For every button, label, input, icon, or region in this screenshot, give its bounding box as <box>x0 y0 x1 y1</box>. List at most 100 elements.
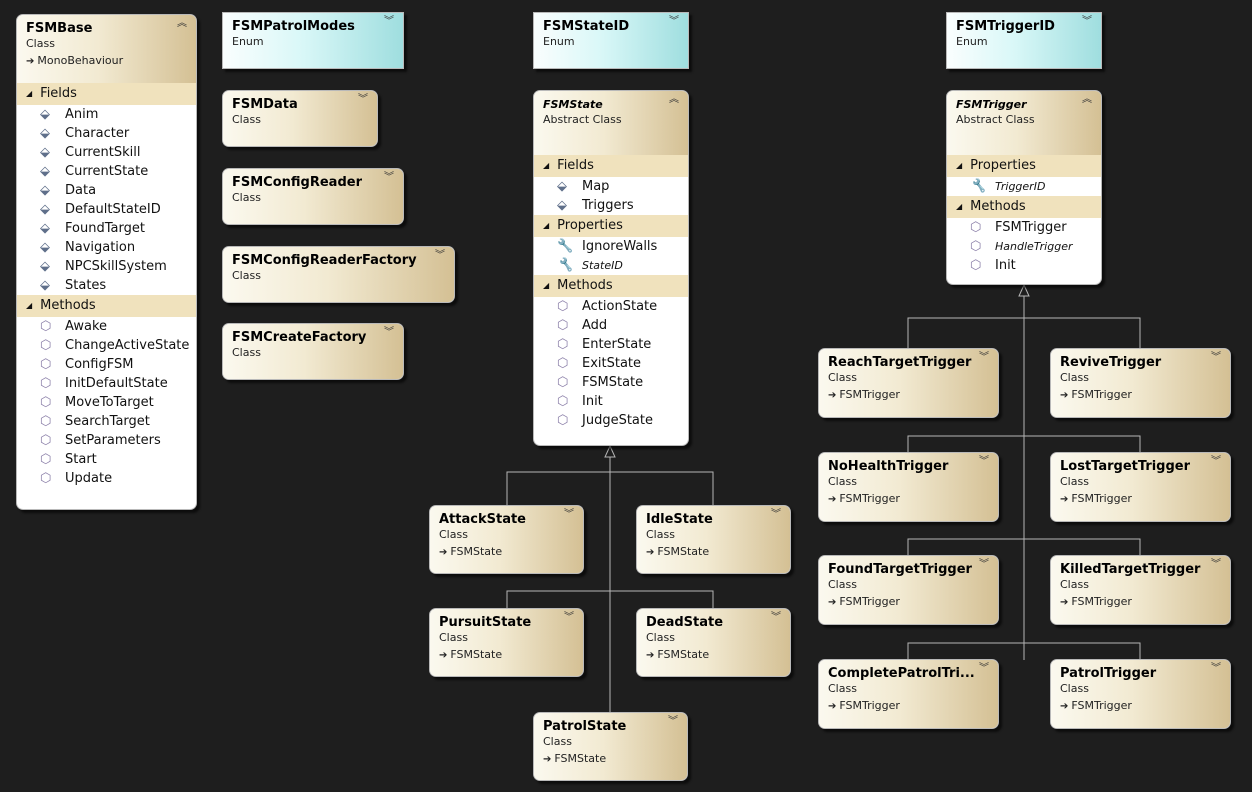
enum-fsmstateid[interactable]: FSMStateID Enum ︾ <box>533 12 689 69</box>
inherit-arrow-icon: ➔ <box>1060 494 1069 505</box>
class-pursuitstate[interactable]: PursuitState Class ➔FSMState ︾ <box>429 608 584 677</box>
method-name: JudgeState <box>582 413 653 428</box>
field-row[interactable]: ⬙States <box>17 276 196 295</box>
class-revivetrigger[interactable]: ReviveTrigger Class ➔FSMTrigger ︾ <box>1050 348 1231 418</box>
expand-chevron-icon[interactable]: ︾ <box>979 663 989 674</box>
method-name: EnterState <box>582 337 652 352</box>
expand-chevron-icon[interactable]: ︾ <box>1211 456 1221 467</box>
class-attackstate[interactable]: AttackState Class ➔FSMState ︾ <box>429 505 584 574</box>
method-row[interactable]: ⬡ConfigFSM <box>17 355 196 374</box>
method-row[interactable]: ⬡MoveToTarget <box>17 393 196 412</box>
method-row[interactable]: ⬡ChangeActiveState <box>17 336 196 355</box>
expand-chevron-icon[interactable]: ︾ <box>564 612 574 623</box>
expand-chevron-icon[interactable]: ︾ <box>358 94 368 105</box>
expand-chevron-icon[interactable]: ︾ <box>384 172 394 183</box>
section-methods[interactable]: ◢Methods <box>17 295 196 317</box>
class-deadstate[interactable]: DeadState Class ➔FSMState ︾ <box>636 608 791 677</box>
method-row[interactable]: ⬡Start <box>17 450 196 469</box>
class-name: NoHealthTrigger <box>828 459 949 474</box>
field-row[interactable]: ⬙Triggers <box>534 196 688 215</box>
method-row[interactable]: ⬡EnterState <box>534 335 688 354</box>
expand-chevron-icon[interactable]: ︾ <box>771 612 781 623</box>
class-fsmconfigreader[interactable]: FSMConfigReader Class ︾ <box>222 168 404 225</box>
field-row[interactable]: ⬙CurrentState <box>17 162 196 181</box>
class-losttargettrigger[interactable]: LostTargetTrigger Class ➔FSMTrigger ︾ <box>1050 452 1231 522</box>
method-row[interactable]: ⬡FSMTrigger <box>947 218 1101 237</box>
section-fields[interactable]: ◢Fields <box>534 155 688 177</box>
expand-chevron-icon[interactable]: ︾ <box>384 16 394 27</box>
expand-chevron-icon[interactable]: ︾ <box>1211 559 1221 570</box>
method-row[interactable]: ⬡SearchTarget <box>17 412 196 431</box>
method-cube-icon: ⬡ <box>557 375 569 390</box>
section-properties[interactable]: ◢Properties <box>947 155 1101 177</box>
method-row[interactable]: ⬡Init <box>947 256 1101 275</box>
inherit-arrow-icon: ➔ <box>1060 597 1069 608</box>
base-class: ➔FSMTrigger <box>828 388 900 401</box>
class-killedtargettrigger[interactable]: KilledTargetTrigger Class ➔FSMTrigger ︾ <box>1050 555 1231 625</box>
class-foundtargettrigger[interactable]: FoundTargetTrigger Class ➔FSMTrigger ︾ <box>818 555 999 625</box>
method-row[interactable]: ⬡HandleTrigger <box>947 237 1101 256</box>
method-row[interactable]: ⬡SetParameters <box>17 431 196 450</box>
property-row[interactable]: 🔧StateID <box>534 256 688 275</box>
expand-chevron-icon[interactable]: ︾ <box>668 716 678 727</box>
section-properties[interactable]: ◢Properties <box>534 215 688 237</box>
section-fields[interactable]: ◢Fields <box>17 83 196 105</box>
field-row[interactable]: ⬙Data <box>17 181 196 200</box>
enum-fsmpatrolmodes[interactable]: FSMPatrolModes Enum ︾ <box>222 12 404 69</box>
expand-chevron-icon[interactable]: ︾ <box>1211 352 1221 363</box>
method-row[interactable]: ⬡Awake <box>17 317 196 336</box>
expand-chevron-icon[interactable]: ︾ <box>669 16 679 27</box>
method-row[interactable]: ⬡Add <box>534 316 688 335</box>
expand-chevron-icon[interactable]: ︾ <box>564 509 574 520</box>
stereotype: Class <box>232 269 261 282</box>
class-name: LostTargetTrigger <box>1060 459 1191 474</box>
collapse-chevron-icon[interactable]: ︽ <box>1082 94 1092 105</box>
class-fsmtrigger[interactable]: FSMTrigger Abstract Class ︽ ◢Properties … <box>946 90 1102 285</box>
expand-chevron-icon[interactable]: ︾ <box>1082 16 1092 27</box>
field-row[interactable]: ⬙FoundTarget <box>17 219 196 238</box>
section-methods[interactable]: ◢Methods <box>534 275 688 297</box>
class-fsmbase[interactable]: FSMBase Class ➔MonoBehaviour ︽ ◢Fields ⬙… <box>16 14 197 510</box>
class-reachtargettrigger[interactable]: ReachTargetTrigger Class ➔FSMTrigger ︾ <box>818 348 999 418</box>
field-row[interactable]: ⬙Anim <box>17 105 196 124</box>
expand-chevron-icon[interactable]: ︾ <box>979 352 989 363</box>
class-fsmconfigreaderfactory[interactable]: FSMConfigReaderFactory Class ︾ <box>222 246 455 303</box>
field-row[interactable]: ⬙NPCSkillSystem <box>17 257 196 276</box>
method-row[interactable]: ⬡ActionState <box>534 297 688 316</box>
method-row[interactable]: ⬡Init <box>534 392 688 411</box>
expand-chevron-icon[interactable]: ︾ <box>1211 663 1221 674</box>
method-row[interactable]: ⬡JudgeState <box>534 411 688 430</box>
field-icon: ⬙ <box>40 221 50 236</box>
class-completepatroltrigger[interactable]: CompletePatrolTri... Class ➔FSMTrigger ︾ <box>818 659 999 729</box>
expand-chevron-icon[interactable]: ︾ <box>384 327 394 338</box>
collapse-chevron-icon[interactable]: ︽ <box>669 94 679 105</box>
class-patrolstate[interactable]: PatrolState Class ➔FSMState ︾ <box>533 712 688 781</box>
section-methods[interactable]: ◢Methods <box>947 196 1101 218</box>
collapse-chevron-icon[interactable]: ︽ <box>177 18 187 29</box>
expand-chevron-icon[interactable]: ︾ <box>979 559 989 570</box>
field-row[interactable]: ⬙DefaultStateID <box>17 200 196 219</box>
property-row[interactable]: 🔧TriggerID <box>947 177 1101 196</box>
enum-fsmtriggerid[interactable]: FSMTriggerID Enum ︾ <box>946 12 1102 69</box>
stereotype: Class <box>26 37 55 50</box>
class-fsmcreatefactory[interactable]: FSMCreateFactory Class ︾ <box>222 323 404 380</box>
class-fsmstate[interactable]: FSMState Abstract Class ︽ ◢Fields ⬙Map⬙T… <box>533 90 689 446</box>
field-row[interactable]: ⬙Map <box>534 177 688 196</box>
method-row[interactable]: ⬡Update <box>17 469 196 488</box>
class-nohealthtrigger[interactable]: NoHealthTrigger Class ➔FSMTrigger ︾ <box>818 452 999 522</box>
field-row[interactable]: ⬙Navigation <box>17 238 196 257</box>
class-idlestate[interactable]: IdleState Class ➔FSMState ︾ <box>636 505 791 574</box>
class-patroltrigger[interactable]: PatrolTrigger Class ➔FSMTrigger ︾ <box>1050 659 1231 729</box>
stereotype: Class <box>828 371 857 384</box>
method-row[interactable]: ⬡InitDefaultState <box>17 374 196 393</box>
field-row[interactable]: ⬙CurrentSkill <box>17 143 196 162</box>
field-row[interactable]: ⬙Character <box>17 124 196 143</box>
property-row[interactable]: 🔧IgnoreWalls <box>534 237 688 256</box>
expand-chevron-icon[interactable]: ︾ <box>771 509 781 520</box>
stereotype: Class <box>543 735 572 748</box>
class-fsmdata[interactable]: FSMData Class ︾ <box>222 90 378 147</box>
method-row[interactable]: ⬡FSMState <box>534 373 688 392</box>
expand-chevron-icon[interactable]: ︾ <box>979 456 989 467</box>
method-row[interactable]: ⬡ExitState <box>534 354 688 373</box>
expand-chevron-icon[interactable]: ︾ <box>435 250 445 261</box>
